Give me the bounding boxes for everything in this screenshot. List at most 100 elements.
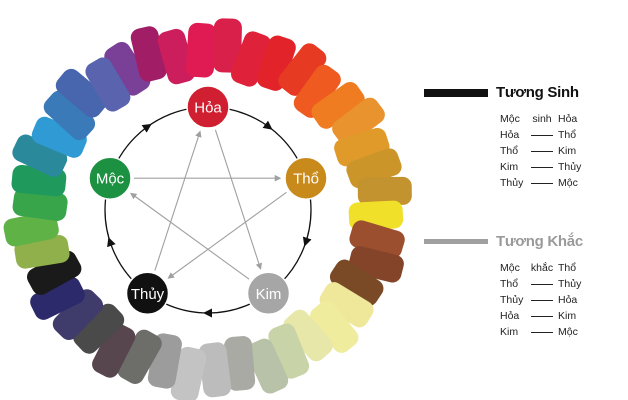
color-swatch [224,336,256,391]
legend-row-target: Kim [558,310,577,322]
color-swatch [73,303,125,354]
element-node-thuy: Thủy [125,271,170,316]
element-node-label: Thổ [293,171,319,188]
legend-row-dash [531,283,553,285]
element-node-circle [88,156,132,200]
color-swatch [268,323,310,379]
legend-row-source: Thủy [500,177,524,189]
element-node-kim: Kim [246,271,291,316]
color-swatch [104,41,151,96]
element-node-label: Hỏa [194,100,222,117]
legend-row-dash [531,299,553,301]
legend-row-source: Thủy [500,294,524,306]
legend-row: Kim Mộc [500,324,624,340]
overcoming-star-lines [130,129,287,280]
legend-row-source: Hỏa [500,310,520,322]
legend-generating-header: Tương Sinh [424,84,624,101]
element-node-hoa: Hỏa [186,85,230,129]
color-swatch [332,97,385,146]
legend-row: Hỏa Thổ [500,127,624,143]
color-swatch [3,211,59,247]
legend-row-source: Thổ [500,145,519,157]
legend-generating-rows: Mộc sinh Hỏa Hỏa Thổ Thổ Kim Kim Thủy Th… [500,111,624,191]
legend-row-dash [531,150,553,152]
legend-row-relation: khắc [530,262,554,274]
element-node-circle [125,271,170,316]
legend-row-dash [531,182,553,184]
legend-row-dash [531,331,553,333]
legend-generating: Tương Sinh Mộc sinh Hỏa Hỏa Thổ Thổ Kim … [424,84,624,191]
legend-overcoming-header: Tương Khắc [424,233,624,250]
color-swatch [43,90,96,141]
generating-cycle-arrows [107,120,312,318]
legend-row: Hỏa Kim [500,308,624,324]
element-node-circle [284,156,328,200]
color-swatch [117,329,162,384]
color-swatch [311,82,365,129]
legend-row: Mộc sinh Hỏa [500,111,624,127]
legend-row: Thổ Thủy [500,276,624,292]
legend-row-target: Thủy [558,278,582,290]
legend-row: Thủy Hỏa [500,292,624,308]
legend-row: Kim Thủy [500,159,624,175]
color-swatch [52,289,104,341]
color-swatch [213,18,242,73]
color-swatch [12,134,68,177]
overcoming-line [167,191,287,279]
legend-row: Mộc khắc Thổ [500,260,624,276]
color-swatch [319,282,374,328]
legend-row-source: Kim [500,161,519,173]
color-swatch [283,309,333,362]
element-node-label: Thủy [131,286,165,303]
legend-generating-title: Tương Sinh [496,84,579,101]
generating-arrow [302,236,312,247]
color-swatch [85,57,131,112]
color-swatch [231,31,272,87]
legend-row-target: Hỏa [558,294,578,306]
legend-row-source: Kim [500,326,519,338]
color-swatch [346,148,402,189]
overcoming-line [214,129,263,270]
generating-arrow [107,237,116,248]
element-node-tho: Thổ [284,156,328,200]
legend-row-dash [531,166,553,168]
color-swatch [357,176,412,206]
color-swatch-ring [3,18,412,400]
legend-row-target: Thổ [558,129,577,141]
legend-row-source: Mộc [500,113,520,125]
color-swatch [157,28,196,85]
color-swatch [170,346,207,400]
overcoming-line [130,192,250,280]
color-swatch [55,68,108,118]
legend-row: Thủy Mộc [500,175,624,191]
color-swatch [278,43,327,96]
color-swatch [293,64,341,118]
color-swatch [329,259,384,306]
legend-row-target: Mộc [558,177,578,189]
legend-row-target: Thủy [558,161,582,173]
legend-overcoming-rows: Mộc khắc Thổ Thổ Thủy Thủy Hỏa Hỏa Kim K… [500,260,624,340]
color-swatch [185,22,217,78]
color-swatch [31,116,87,158]
overcoming-line [154,130,202,271]
legend-row-source: Hỏa [500,129,520,141]
legend-generating-swatch [424,88,488,97]
legend-row-target: Kim [558,145,577,157]
legend-row: Thổ Kim [500,143,624,159]
legend-row-dash [531,134,553,136]
color-swatch [92,323,136,378]
element-node-circle [186,85,230,129]
element-node-label: Mộc [96,171,125,188]
color-swatch [246,338,289,394]
color-swatch [198,342,232,398]
legend-row-relation: sinh [532,113,552,125]
element-node-moc: Mộc [88,156,132,200]
generating-arrow [141,123,152,133]
color-swatch [12,188,68,221]
legend-overcoming-swatch [424,239,488,244]
legend-overcoming-title: Tương Khắc [496,233,583,250]
legend-row-source: Thổ [500,278,519,290]
element-node-circle [246,271,291,316]
